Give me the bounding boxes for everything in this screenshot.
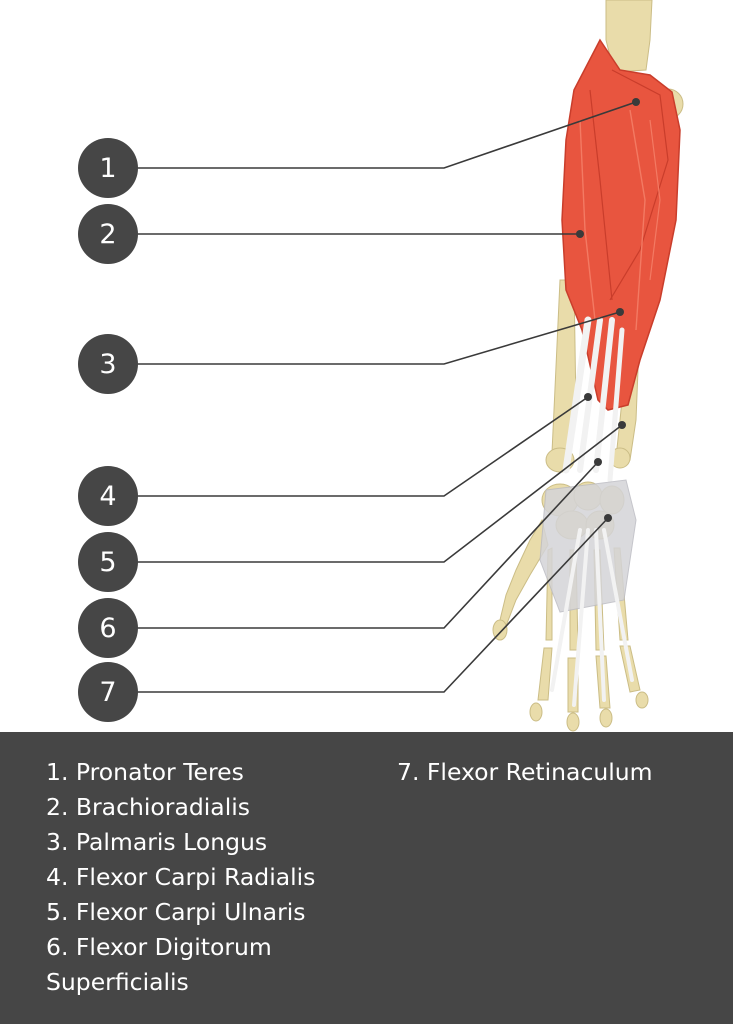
forearm-illustration xyxy=(108,0,684,732)
digit-tendons xyxy=(550,528,634,707)
leader-line-7 xyxy=(108,517,609,693)
leader-dots xyxy=(576,98,640,522)
legend-item-3: 3. Palmaris Longus xyxy=(46,828,268,856)
legend-item-6-cont: Superficialis xyxy=(46,968,189,996)
leader-line-3 xyxy=(108,311,621,365)
forearm-muscles xyxy=(561,38,681,411)
marker-1: 1 xyxy=(78,138,138,198)
leader-line-1 xyxy=(108,101,637,169)
marker-2: 2 xyxy=(78,204,138,264)
leader-lines xyxy=(108,101,637,693)
legend-item-1: 1. Pronator Teres xyxy=(46,758,244,786)
legend-item-7: 7. Flexor Retinaculum xyxy=(397,758,653,786)
legend-panel: 1. Pronator Teres 2. Brachioradialis 3. … xyxy=(0,732,733,1024)
legend-item-4: 4. Flexor Carpi Radialis xyxy=(46,863,316,891)
marker-3: 3 xyxy=(78,334,138,394)
marker-4: 4 xyxy=(78,466,138,526)
marker-5: 5 xyxy=(78,532,138,592)
legend-item-5: 5. Flexor Carpi Ulnaris xyxy=(46,898,306,926)
marker-7: 7 xyxy=(78,662,138,722)
leader-line-4 xyxy=(108,396,589,497)
leader-line-5 xyxy=(108,424,623,563)
leader-line-6 xyxy=(108,461,599,629)
legend-item-2: 2. Brachioradialis xyxy=(46,793,251,821)
legend-item-6: 6. Flexor Digitorum xyxy=(46,933,272,961)
marker-6: 6 xyxy=(78,598,138,658)
